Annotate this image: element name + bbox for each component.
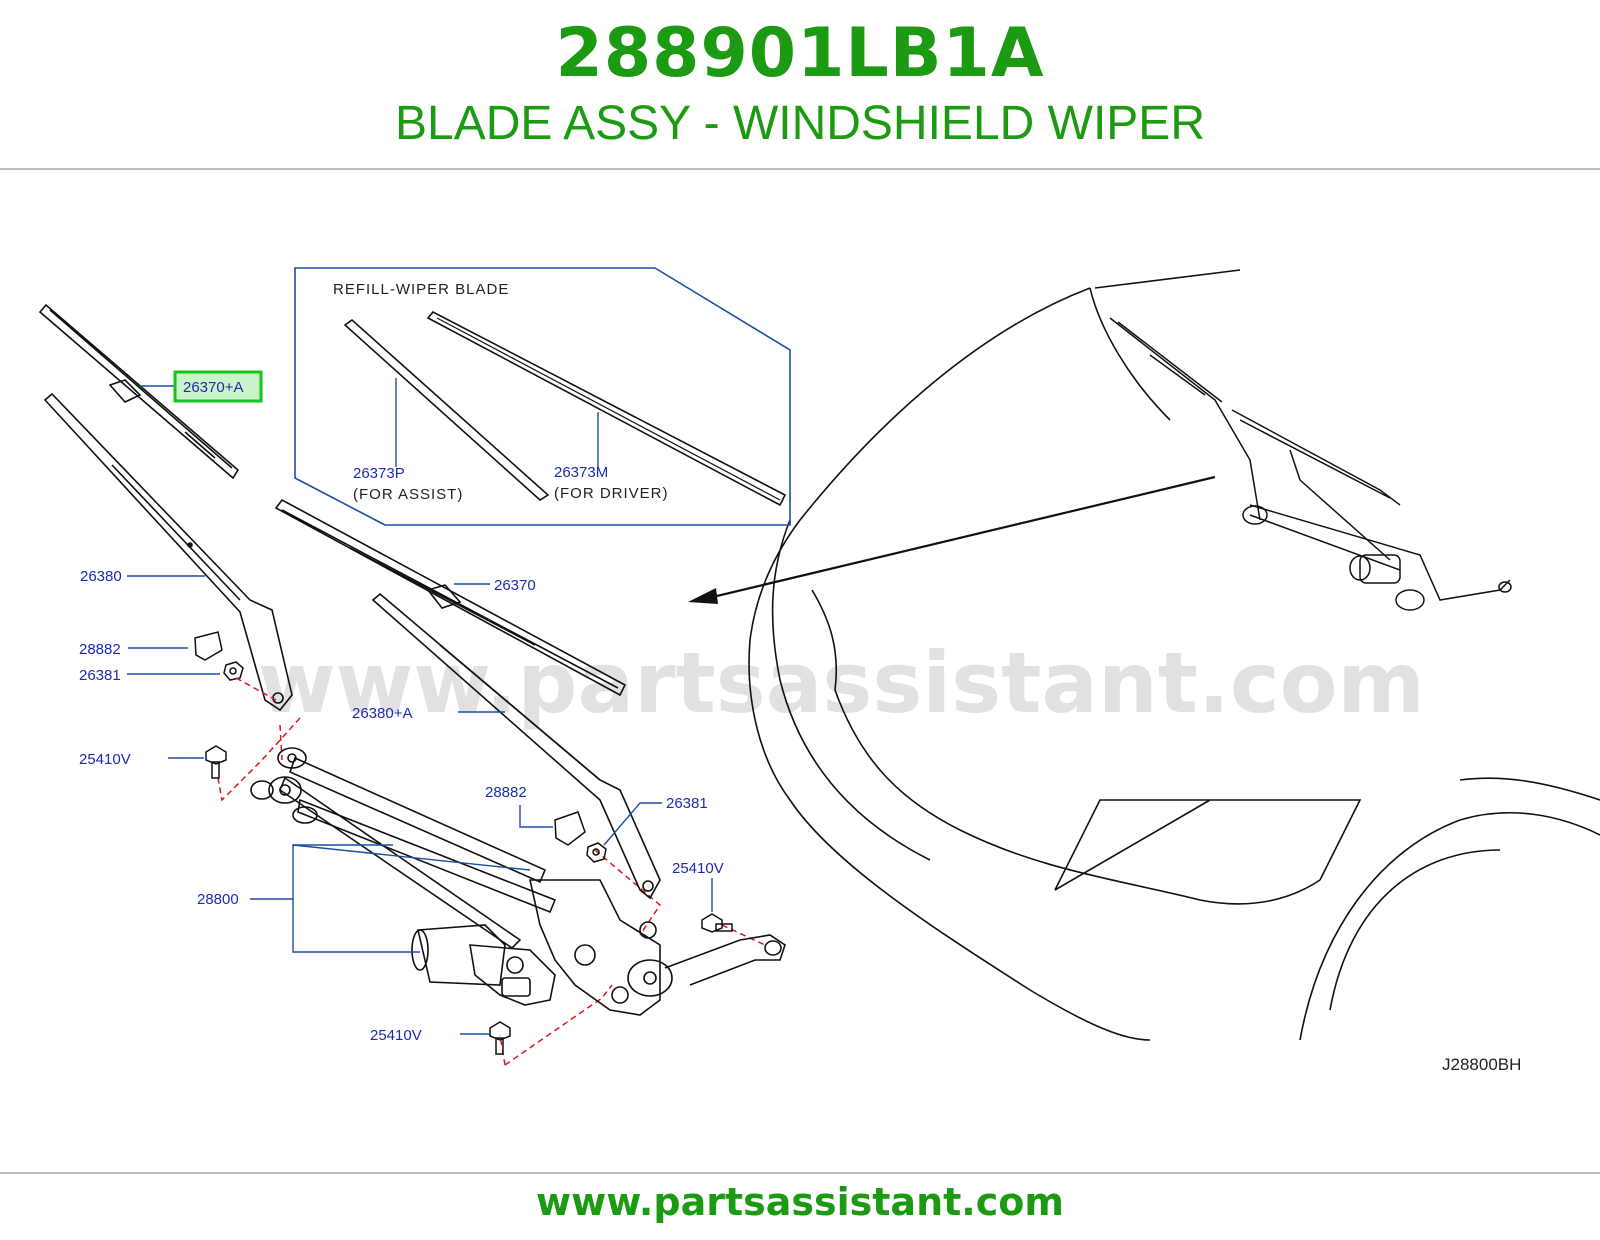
wiper-arm-driver bbox=[371, 592, 661, 900]
callout-26380: 26380 bbox=[80, 568, 122, 585]
bolt-left bbox=[205, 745, 227, 779]
callout-25410v-right: 25410V bbox=[672, 860, 724, 877]
refill-strip-driver bbox=[426, 310, 787, 507]
callout-28882-middle: 28882 bbox=[485, 784, 527, 801]
part-name-subtitle: BLADE ASSY - WINDSHIELD WIPER bbox=[395, 97, 1205, 150]
footer-divider bbox=[0, 1172, 1600, 1174]
wiper-arm-assist bbox=[43, 392, 293, 712]
callout-26381-middle: 26381 bbox=[666, 795, 708, 812]
cap-and-nut-left bbox=[194, 631, 244, 681]
refill-inset: REFILL-WIPER BLADE 26373P (FOR ASSIST) 2… bbox=[294, 267, 791, 526]
highlighted-callout: 26370+A bbox=[140, 370, 263, 403]
header-divider bbox=[0, 168, 1600, 170]
callout-26370: 26370 bbox=[494, 577, 536, 594]
pointer-arrow bbox=[688, 475, 1216, 604]
footer-website-link[interactable]: www.partsassistant.com bbox=[536, 1180, 1064, 1224]
callout-26373p: 26373P bbox=[353, 465, 405, 482]
wiper-blade-assist bbox=[38, 303, 240, 480]
page-header: 288901LB1A BLADE ASSY - WINDSHIELD WIPER bbox=[0, 0, 1600, 168]
inset-title: REFILL-WIPER BLADE bbox=[333, 281, 509, 298]
refill-strip-assist bbox=[343, 318, 550, 501]
callout-26381-left: 26381 bbox=[79, 667, 121, 684]
wiper-blade-driver bbox=[274, 498, 627, 697]
callout-26373p-note: (FOR ASSIST) bbox=[353, 486, 463, 503]
cap-and-nut-middle bbox=[554, 811, 607, 863]
callout-28882-left: 28882 bbox=[79, 641, 121, 658]
callout-25410v-bottom: 25410V bbox=[370, 1027, 422, 1044]
wiper-linkage-motor bbox=[250, 747, 786, 1016]
diagram-code: J28800BH bbox=[1442, 1055, 1521, 1074]
callout-26373m: 26373M bbox=[554, 464, 608, 481]
callout-28800: 28800 bbox=[197, 891, 239, 908]
bolt-bottom bbox=[489, 1021, 511, 1055]
part-number-title: 288901LB1A bbox=[555, 14, 1045, 93]
mini-wiper-assembly bbox=[1109, 317, 1512, 611]
car-hood-outline bbox=[748, 269, 1600, 1041]
callout-25410v-left: 25410V bbox=[79, 751, 131, 768]
parts-diagram: www.partsassistant.com R bbox=[0, 240, 1600, 1100]
callout-26373m-note: (FOR DRIVER) bbox=[554, 485, 669, 502]
watermark-text: www.partsassistant.com bbox=[258, 634, 1425, 732]
callout-26370a: 26370+A bbox=[183, 379, 243, 396]
callout-26380a: 26380+A bbox=[352, 705, 412, 722]
bolt-right bbox=[701, 913, 733, 933]
